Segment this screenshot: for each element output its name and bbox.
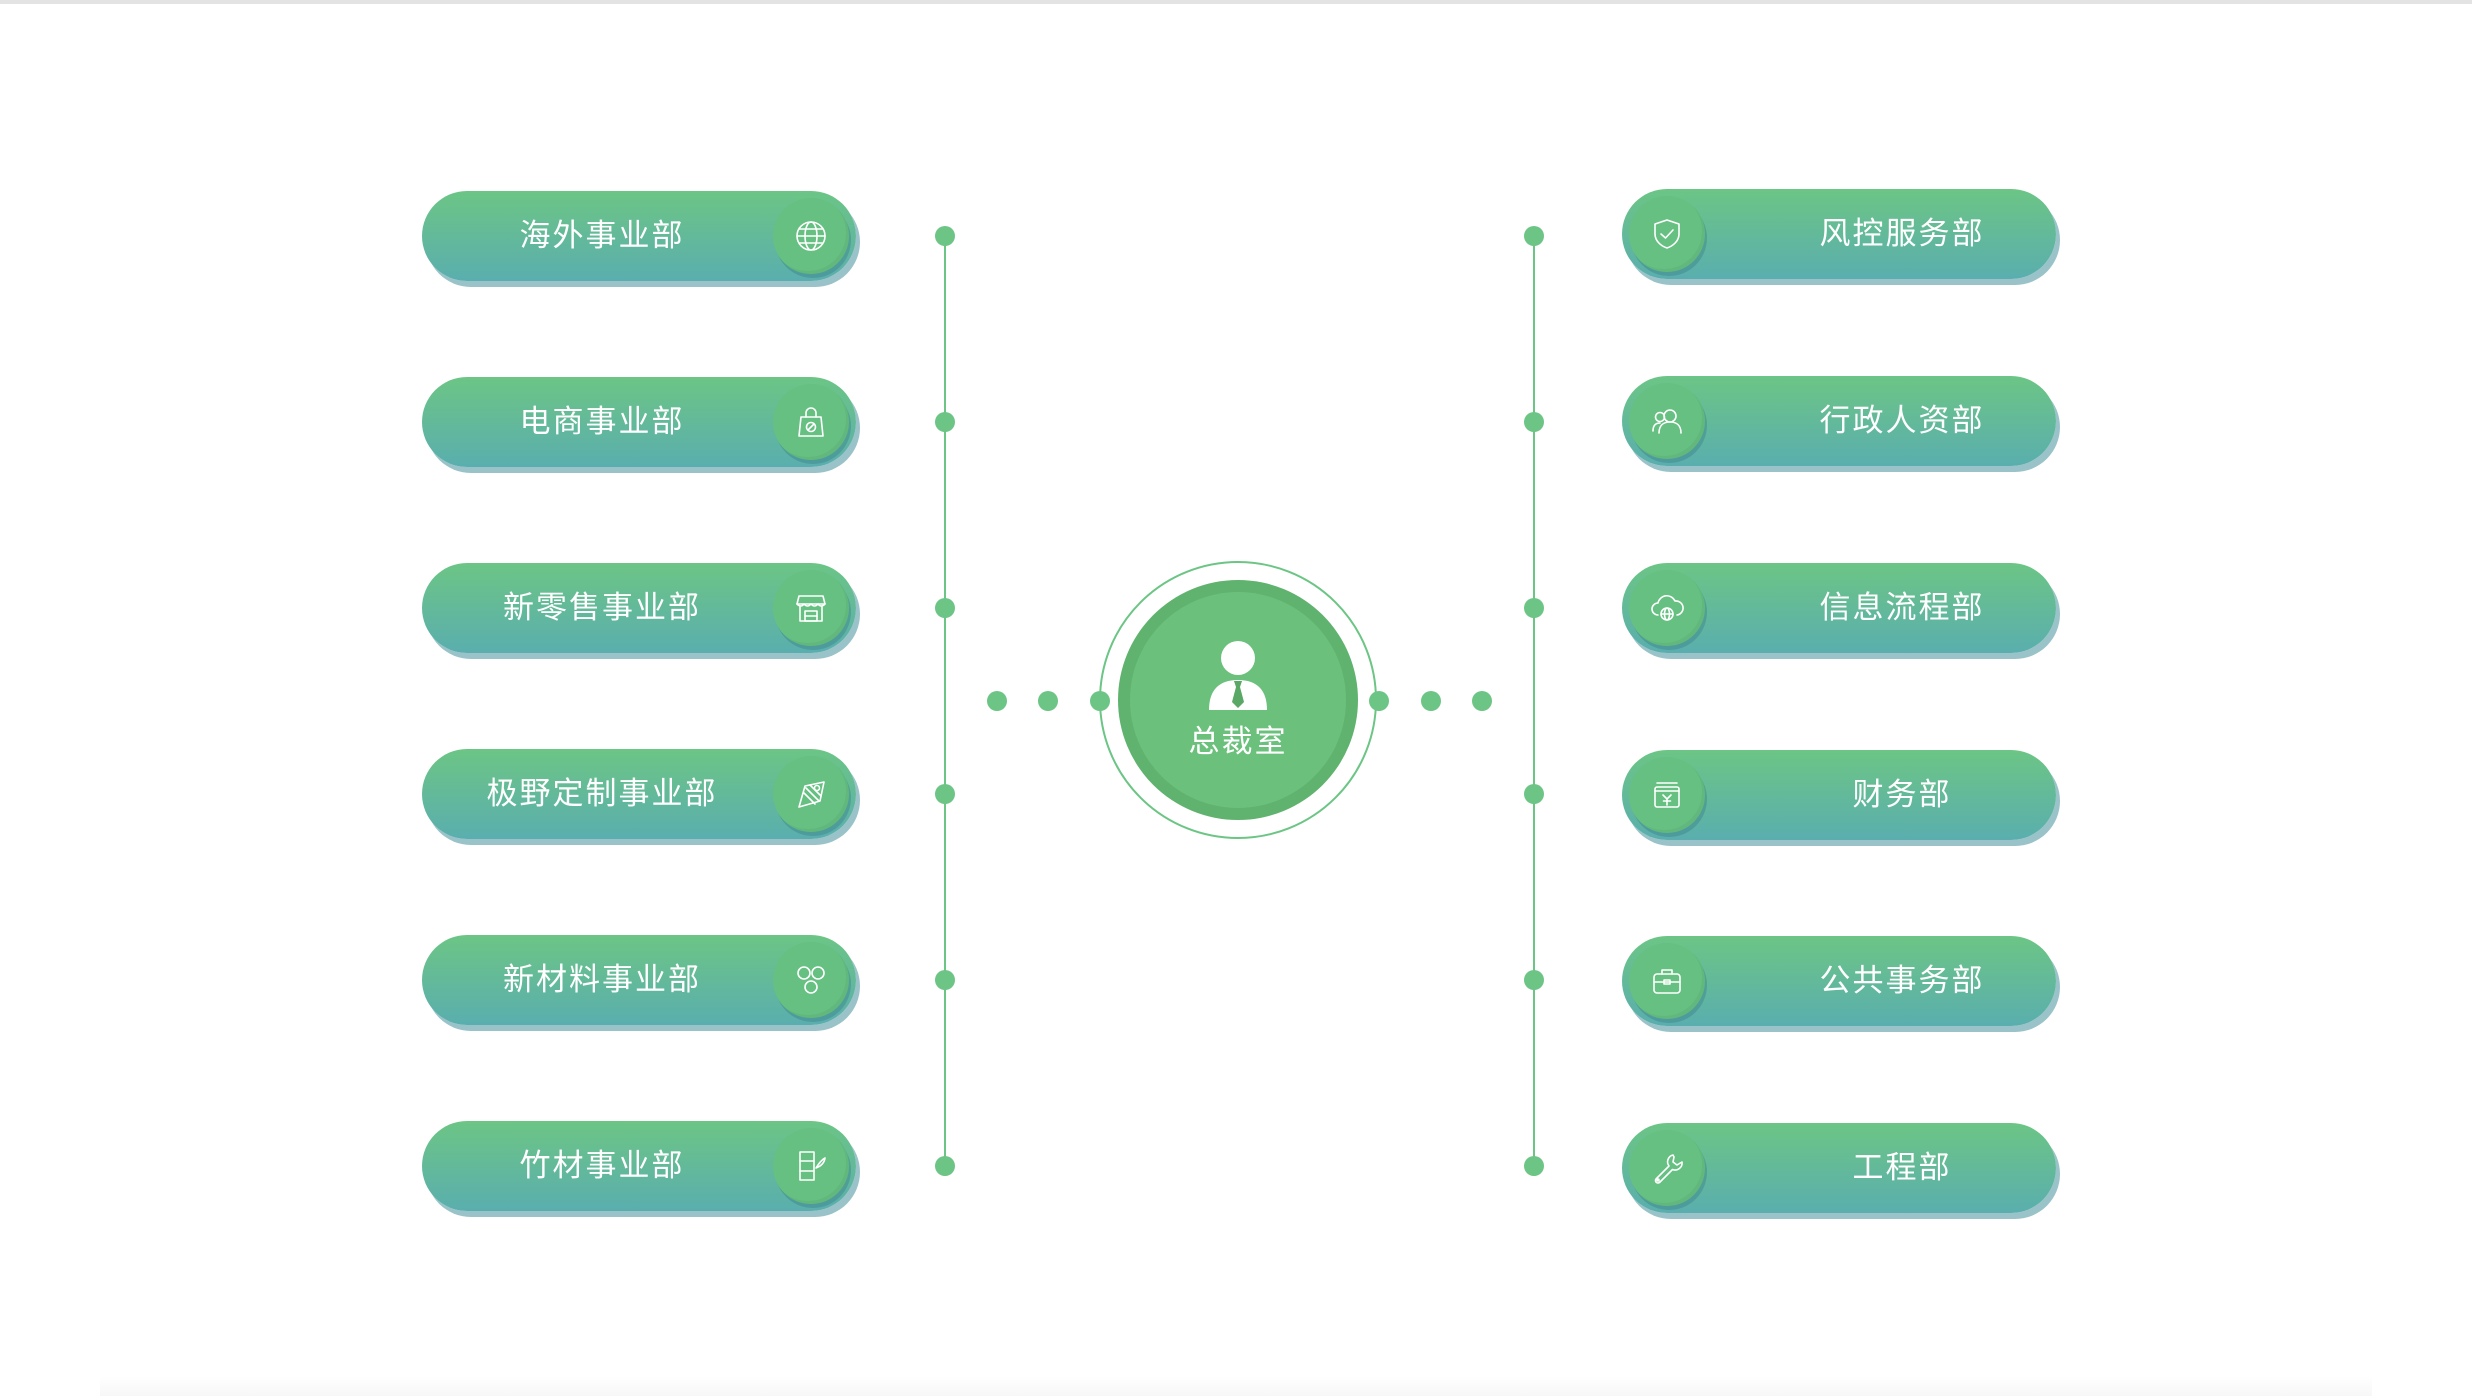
dept-label: 信息流程部: [1819, 590, 1985, 626]
right-junction-dots: [1524, 226, 1544, 1176]
dept-label: 财务部: [1852, 777, 1952, 813]
left-junction-dots: [935, 226, 955, 1176]
globe-icon: [773, 198, 849, 274]
bamboo-icon: [773, 1128, 849, 1204]
person-tie-icon: [1209, 641, 1267, 710]
molecules-icon: [773, 942, 849, 1018]
bottom-shadow: [100, 1376, 2372, 1396]
right-dotted-connector: [1369, 691, 1492, 711]
dept-label: 工程部: [1852, 1150, 1952, 1186]
storefront-icon: [773, 570, 849, 646]
wrench-icon: [1629, 1130, 1705, 1206]
users-icon: [1629, 383, 1705, 459]
briefcase-icon: [1629, 943, 1705, 1019]
dept-pill-admin-hr[interactable]: 行政人资部: [1622, 376, 2056, 466]
dept-pill-info-process[interactable]: 信息流程部: [1622, 563, 2056, 653]
dept-label: 极野定制事业部: [486, 776, 718, 812]
dept-pill-public-affairs[interactable]: 公共事务部: [1622, 936, 2056, 1026]
top-border: [0, 0, 2472, 4]
dept-pill-bamboo[interactable]: 竹材事业部: [422, 1121, 856, 1211]
dept-label: 新零售事业部: [503, 590, 701, 626]
dept-pill-risk-control[interactable]: 风控服务部: [1622, 189, 2056, 279]
dept-label: 海外事业部: [519, 218, 685, 254]
dept-label: 行政人资部: [1819, 403, 1985, 439]
dept-pill-engineering[interactable]: 工程部: [1622, 1123, 2056, 1213]
yen-wallet-icon: [1629, 757, 1705, 833]
center-node-label: 总裁室: [1188, 724, 1288, 760]
center-node-ring: [1099, 561, 1377, 839]
dept-pill-ecommerce[interactable]: 电商事业部: [422, 377, 856, 467]
tag-icon: [773, 756, 849, 832]
shield-check-icon: [1629, 196, 1705, 272]
dept-pill-new-materials[interactable]: 新材料事业部: [422, 935, 856, 1025]
dept-label: 风控服务部: [1819, 216, 1985, 252]
shopping-bag-icon: [773, 384, 849, 460]
dept-pill-custom[interactable]: 极野定制事业部: [422, 749, 856, 839]
dept-label: 竹材事业部: [519, 1148, 685, 1184]
dept-pill-overseas[interactable]: 海外事业部: [422, 191, 856, 281]
left-dotted-connector: [987, 691, 1110, 711]
dept-label: 公共事务部: [1819, 963, 1985, 999]
cloud-globe-icon: [1629, 570, 1705, 646]
dept-label: 新材料事业部: [503, 962, 701, 998]
dept-pill-new-retail[interactable]: 新零售事业部: [422, 563, 856, 653]
dept-pill-finance[interactable]: 财务部: [1622, 750, 2056, 840]
dept-label: 电商事业部: [519, 404, 685, 440]
